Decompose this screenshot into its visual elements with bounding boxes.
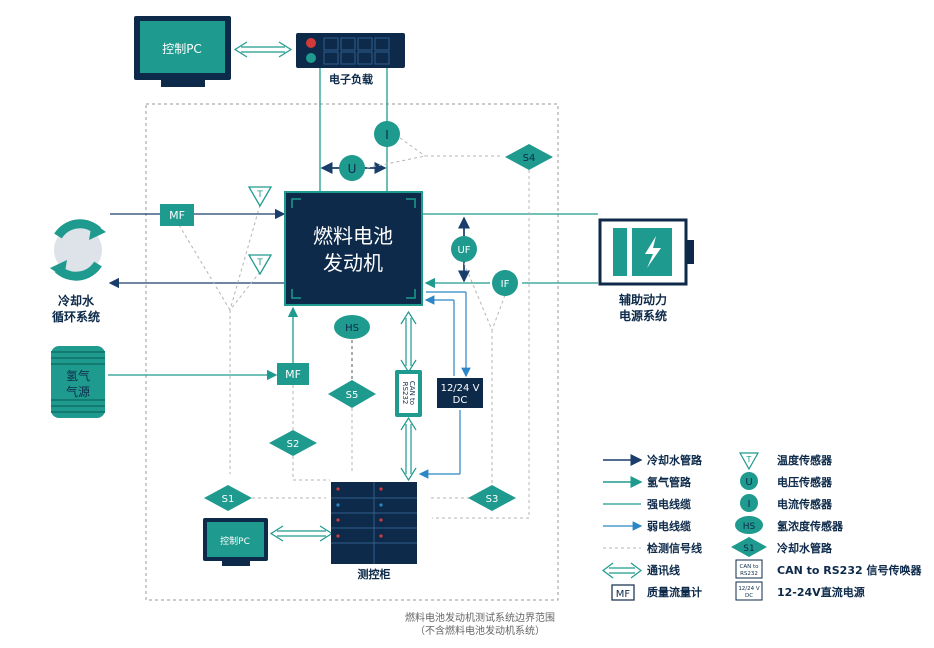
can-rs232-box[interactable]: CAN to RS232 xyxy=(395,370,422,417)
can-box-line2: RS232 xyxy=(401,382,409,405)
legend-hs-icon: HS xyxy=(735,516,763,534)
svg-text:MF: MF xyxy=(169,209,185,222)
if-sensor: IF xyxy=(492,270,518,296)
can-box-line1: CAN to xyxy=(408,381,416,405)
fuel-cell-engine[interactable]: 燃料电池 发动机 xyxy=(284,191,423,306)
svg-text:RS232: RS232 xyxy=(740,571,758,577)
svg-text:12/24 V: 12/24 V xyxy=(738,586,760,592)
boundary-note-line1: 燃料电池发动机测试系统边界范围 xyxy=(405,611,555,624)
electronic-load[interactable]: 电子负载 xyxy=(296,33,405,86)
svg-text:S4: S4 xyxy=(523,153,536,164)
svg-text:通讯线: 通讯线 xyxy=(647,563,680,577)
dc-power-box[interactable]: 12/24 V DC xyxy=(437,378,483,408)
s1-sensor: S1 xyxy=(204,485,252,511)
svg-text:T: T xyxy=(746,455,752,464)
hydrogen-label-line1: 氢气 xyxy=(66,368,90,383)
svg-text:冷却水管路: 冷却水管路 xyxy=(647,453,703,467)
electronic-load-label: 电子负载 xyxy=(329,72,373,86)
connections xyxy=(108,41,598,542)
control-pc-top[interactable]: 控制PC xyxy=(134,16,231,87)
control-pc-top-label: 控制PC xyxy=(162,42,202,56)
boundary-note-line2: （不含燃料电池发动机系统） xyxy=(415,624,545,637)
s4-sensor: S4 xyxy=(505,144,553,170)
legend-temp-icon: T xyxy=(738,452,760,471)
svg-text:HS: HS xyxy=(743,522,756,532)
current-sensor: I xyxy=(374,121,400,147)
hydrogen-concentration-sensor: HS xyxy=(334,315,370,339)
svg-text:MF: MF xyxy=(285,368,301,381)
svg-text:T: T xyxy=(256,258,263,268)
svg-text:CAN to: CAN to xyxy=(740,564,760,570)
dc-line2: DC xyxy=(453,395,468,406)
svg-text:MF: MF xyxy=(616,589,631,600)
s3-sensor: S3 xyxy=(468,485,516,511)
svg-text:电流传感器: 电流传感器 xyxy=(777,497,833,511)
mf-flowmeter-hydrogen: MF xyxy=(277,363,309,385)
auxiliary-power[interactable]: 辅助动力 电源系统 xyxy=(598,218,694,323)
legend-s1-icon: S1 xyxy=(731,537,767,557)
legend-current-icon: I xyxy=(740,494,758,512)
hydrogen-source[interactable]: 氢气 气源 xyxy=(51,346,105,418)
control-pc-bottom-label: 控制PC xyxy=(220,535,250,547)
aux-label-line2: 电源系统 xyxy=(619,308,667,323)
test-cabinet-label: 测控柜 xyxy=(358,567,391,581)
svg-text:S1: S1 xyxy=(222,494,235,505)
svg-text:U: U xyxy=(348,162,357,176)
svg-text:电压传感器: 电压传感器 xyxy=(777,475,833,489)
legend-dc-icon: 12/24 V DC xyxy=(735,581,763,601)
svg-text:S1: S1 xyxy=(743,544,754,554)
svg-text:质量流量计: 质量流量计 xyxy=(647,585,702,599)
svg-text:弱电线缆: 弱电线缆 xyxy=(647,519,691,533)
voltage-sensor: U xyxy=(339,155,365,181)
svg-text:DC: DC xyxy=(745,593,753,599)
engine-label-line2: 发动机 xyxy=(323,251,383,275)
legend-can-icon: CAN to RS232 xyxy=(735,559,763,579)
svg-text:冷却水管路: 冷却水管路 xyxy=(777,541,833,555)
cooling-label-line2: 循环系统 xyxy=(52,309,100,324)
cooling-system[interactable]: 冷却水 循环系统 xyxy=(50,219,106,324)
test-cabinet[interactable]: 测控柜 xyxy=(331,482,417,581)
svg-text:氢气管路: 氢气管路 xyxy=(647,475,692,489)
svg-text:CAN to RS232 信号传唤器: CAN to RS232 信号传唤器 xyxy=(777,563,922,577)
s5-sensor: S5 xyxy=(328,380,376,408)
s2-sensor: S2 xyxy=(269,430,317,456)
svg-text:12-24V直流电源: 12-24V直流电源 xyxy=(777,585,865,599)
control-pc-bottom[interactable]: 控制PC xyxy=(203,518,268,566)
uf-sensor: UF xyxy=(451,236,477,262)
legend-mf-icon: MF xyxy=(611,584,635,601)
svg-text:I: I xyxy=(385,128,389,142)
svg-text:HS: HS xyxy=(345,323,359,334)
hydrogen-label-line2: 气源 xyxy=(66,384,90,399)
svg-text:IF: IF xyxy=(501,279,510,290)
legend-voltage-icon: U xyxy=(740,472,758,490)
temp-sensor-inlet: T xyxy=(247,186,273,208)
svg-text:U: U xyxy=(745,477,752,488)
mf-flowmeter-cooling: MF xyxy=(160,204,194,226)
svg-text:温度传感器: 温度传感器 xyxy=(777,453,833,467)
svg-text:氢浓度传感器: 氢浓度传感器 xyxy=(777,519,844,533)
test-boundary xyxy=(145,103,559,601)
svg-text:UF: UF xyxy=(457,245,470,256)
svg-text:S2: S2 xyxy=(287,439,300,450)
svg-text:强电线缆: 强电线缆 xyxy=(647,497,691,511)
svg-text:检测信号线: 检测信号线 xyxy=(647,541,702,555)
aux-label-line1: 辅助动力 xyxy=(619,292,667,307)
engine-label-line1: 燃料电池 xyxy=(313,224,393,248)
svg-text:T: T xyxy=(256,190,263,200)
cooling-label-line1: 冷却水 xyxy=(58,293,95,308)
svg-text:S3: S3 xyxy=(486,494,499,505)
dc-line1: 12/24 V xyxy=(441,383,480,394)
svg-text:S5: S5 xyxy=(346,390,359,401)
temp-sensor-outlet: T xyxy=(247,254,273,276)
legend: MF 冷却水管路 氢气管路 强电线缆 弱电线缆 检测信号线 通讯线 质量流量计 … xyxy=(602,452,922,601)
svg-text:I: I xyxy=(748,499,751,510)
legend-comm-line-icon xyxy=(602,562,642,579)
